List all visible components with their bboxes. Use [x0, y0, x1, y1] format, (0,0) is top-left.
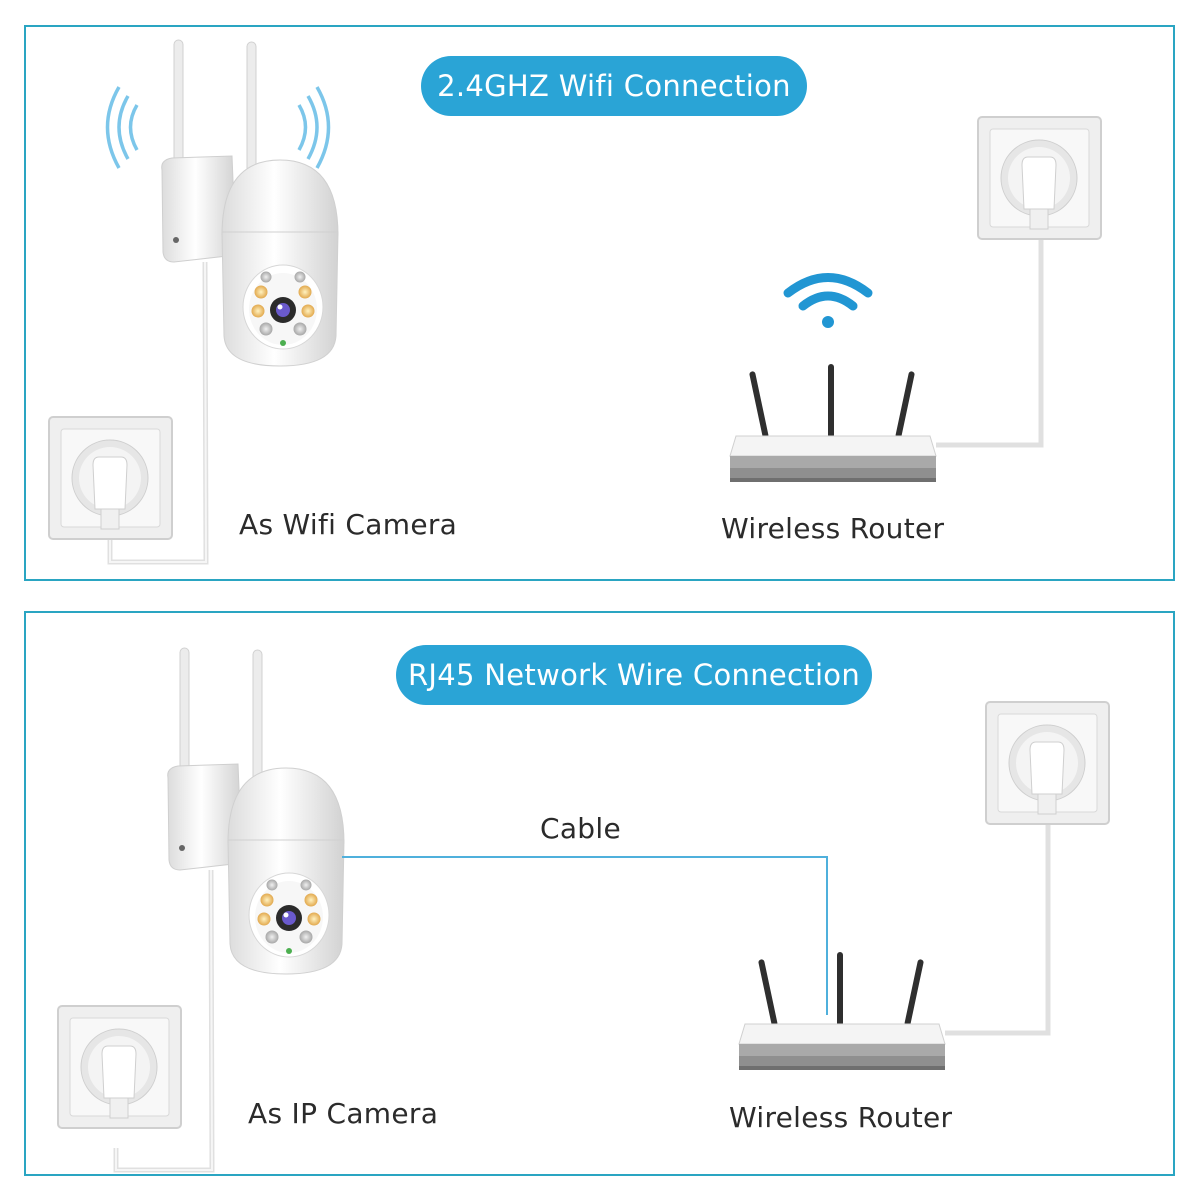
cable-label: Cable: [540, 812, 621, 845]
rj45-connection-title: RJ45 Network Wire Connection: [396, 645, 872, 705]
ip-camera-label: As IP Camera: [248, 1097, 439, 1130]
wireless-router-label: Wireless Router: [729, 1101, 953, 1134]
signal-waves-icon: [105, 86, 331, 169]
wifi-connection-title: 2.4GHZ Wifi Connection: [421, 56, 807, 116]
wall-socket-icon: [48, 416, 173, 540]
bottom-panel-frame: [24, 611, 1175, 1176]
wifi-signal-icon: [783, 273, 873, 328]
top-panel-frame: [24, 25, 1175, 581]
wireless-router-label: Wireless Router: [721, 512, 945, 545]
wall-socket-icon: [985, 701, 1110, 825]
wifi-router-icon: [729, 363, 937, 483]
wifi-camera-label: As Wifi Camera: [239, 508, 458, 541]
wifi-router-icon: [738, 951, 946, 1071]
wall-socket-icon: [977, 116, 1102, 240]
wall-socket-icon: [57, 1005, 182, 1129]
